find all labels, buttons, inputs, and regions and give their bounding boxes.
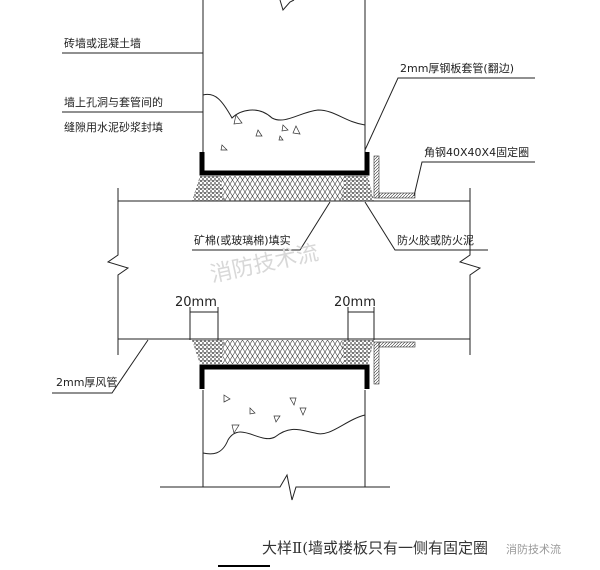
dim-right-label: 20mm [334, 295, 376, 310]
lower-wall [160, 390, 390, 501]
dimension-left: 20mm [175, 295, 219, 340]
gap-label-line1: 墙上孔洞与套管间的 [64, 95, 163, 109]
upper-fill [192, 176, 374, 201]
upper-wall [202, 0, 366, 152]
gap-label-line2: 缝隙用水泥砂浆封填 [64, 120, 163, 134]
drawing-title: 大样Ⅱ(墙或楼板只有一侧有固定圈 消防技术流 [218, 539, 561, 567]
callout-sleeve: 2mm厚钢板套管(翻边) [364, 61, 535, 151]
wall-label: 砖墙或混凝土墙 [64, 36, 141, 50]
callout-gap-seal: 墙上孔洞与套管间的 缝隙用水泥砂浆封填 [62, 95, 203, 134]
upper-steel-sleeve [199, 152, 370, 176]
lower-angle-steel [373, 341, 416, 385]
mineral-wool-label: 矿棉(或玻璃棉)填实 [194, 233, 291, 247]
title-text: 大样Ⅱ(墙或楼板只有一侧有固定圈 [262, 539, 488, 557]
watermark: 消防技术流 [208, 241, 321, 288]
fire-sealant-label: 防火胶或防火泥 [397, 233, 474, 247]
upper-angle-steel [373, 155, 416, 199]
callout-wall: 砖墙或混凝土墙 [62, 36, 203, 54]
dimension-right: 20mm [334, 295, 376, 340]
angle-steel-label: 角钢40X40X4固定圈 [424, 145, 529, 159]
sleeve-label: 2mm厚钢板套管(翻边) [400, 61, 514, 75]
title-watermark: 消防技术流 [506, 542, 561, 556]
lower-fill [192, 340, 374, 364]
callout-duct: 2mm厚风管 [52, 339, 149, 394]
callout-angle-steel: 角钢40X40X4固定圈 [413, 145, 535, 197]
duct-label: 2mm厚风管 [56, 375, 117, 389]
lower-steel-sleeve [199, 364, 370, 389]
air-duct [106, 188, 482, 355]
callout-mineral-wool: 矿棉(或玻璃棉)填实 [192, 201, 331, 251]
callout-fire-sealant: 防火胶或防火泥 [364, 201, 488, 251]
dim-left-label: 20mm [175, 295, 217, 310]
